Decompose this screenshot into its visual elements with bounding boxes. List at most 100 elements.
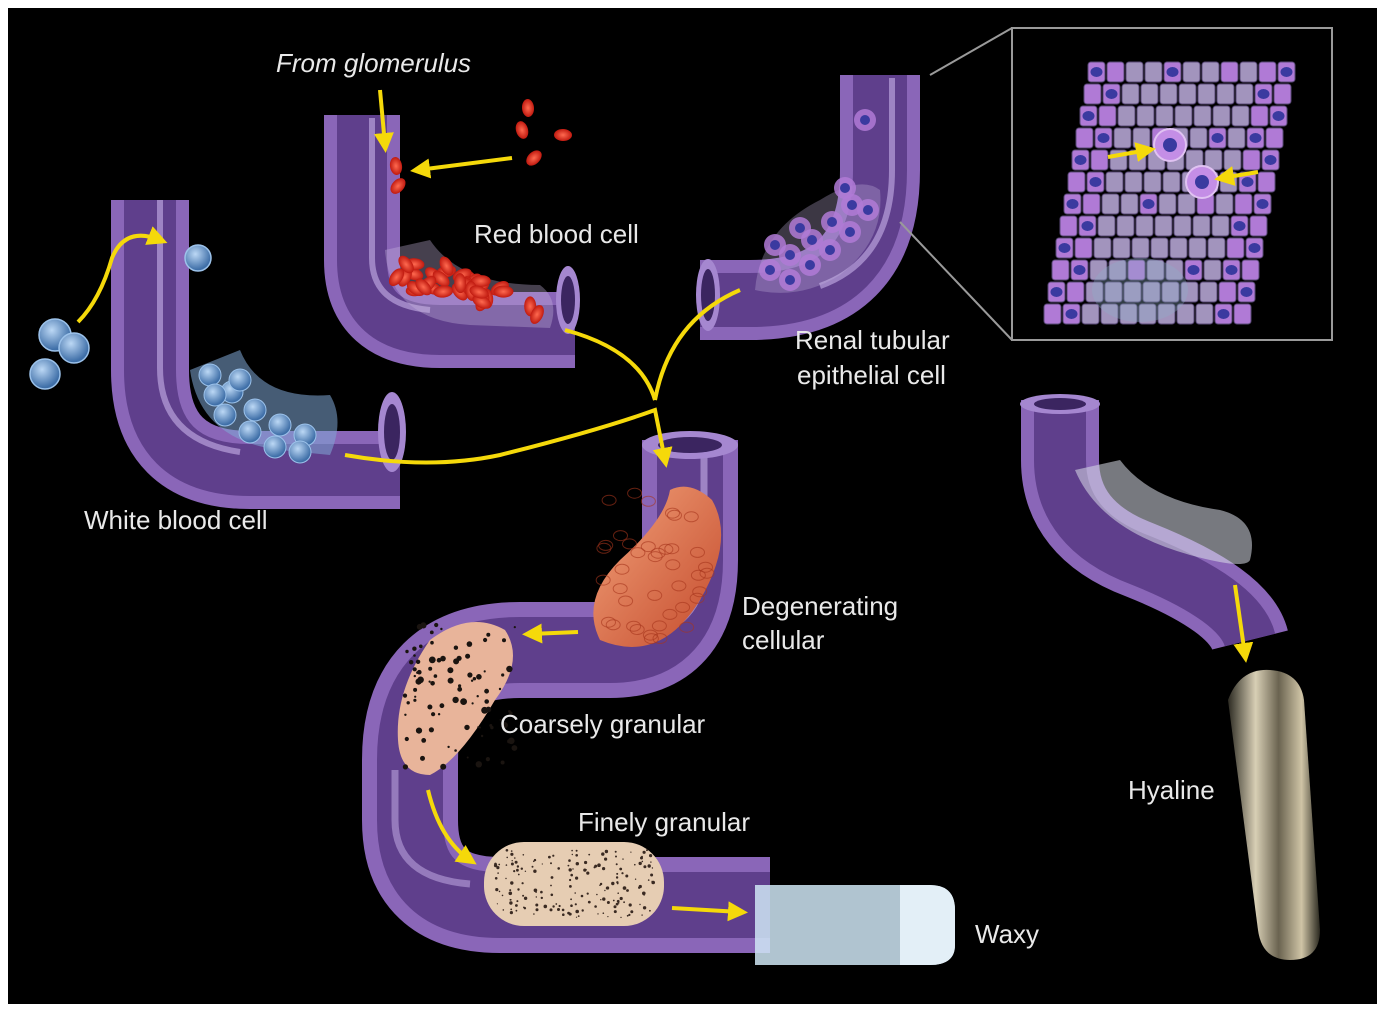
rte-tubule (696, 75, 892, 331)
fine-granule (604, 890, 605, 891)
epithelial-tile (1228, 128, 1245, 148)
epithelial-tile (1102, 194, 1119, 214)
epithelial-tile (1200, 282, 1217, 302)
fine-granule (611, 882, 614, 885)
fine-granule (550, 862, 552, 864)
epithelial-tile (1067, 282, 1084, 302)
epithelial-tile (1084, 84, 1101, 104)
epithelial-tile (1121, 194, 1138, 214)
fine-granule (555, 903, 557, 905)
cell-nucleus (1090, 177, 1102, 187)
fine-granule (570, 898, 572, 900)
epithelial-tile (1075, 238, 1092, 258)
fine-granule (616, 881, 618, 883)
main-tubule (395, 431, 955, 965)
cell-nucleus (1067, 199, 1079, 209)
epithelial-tile (1091, 150, 1108, 170)
cell-nucleus (827, 217, 837, 227)
coarse-granule (479, 727, 481, 729)
fine-granule (524, 897, 527, 900)
cell-nucleus (845, 227, 855, 237)
cell-nucleus (863, 205, 873, 215)
fine-granule (586, 872, 589, 875)
epithelial-tile (1250, 216, 1267, 236)
degenerating-cell (597, 543, 611, 553)
fine-granule (506, 864, 508, 866)
fine-granule (506, 849, 509, 852)
degenerating-cell (623, 539, 637, 549)
fine-granule (600, 899, 601, 900)
coarse-granule (473, 677, 476, 680)
fine-granule (651, 881, 652, 882)
fine-granule (603, 912, 605, 914)
label-white-blood-cell: White blood cell (84, 503, 268, 537)
coarse-granule (472, 702, 474, 704)
fine-granule (569, 879, 571, 881)
coarse-granule (481, 735, 483, 737)
coarse-granule (465, 654, 470, 659)
fine-granule (525, 871, 526, 872)
fine-granule (649, 854, 652, 857)
epithelial-tile (1251, 106, 1268, 126)
fine-granule (509, 889, 511, 891)
epithelial-tile (1126, 62, 1143, 82)
label-renal-tubular-line2: epithelial cell (797, 358, 946, 392)
fine-granule (575, 854, 578, 857)
fine-granule (626, 889, 629, 892)
epithelial-tile (1243, 150, 1260, 170)
coarse-granule (476, 761, 482, 767)
epithelial-tile (1189, 238, 1206, 258)
fine-granule (575, 903, 577, 905)
coarse-granule (438, 713, 440, 715)
epithelial-tile (1114, 128, 1131, 148)
fine-granule (613, 900, 615, 902)
fine-granule (534, 859, 536, 861)
coarse-granule (405, 737, 409, 741)
coarse-granule (502, 638, 506, 642)
fine-granule (587, 893, 589, 895)
cell-nucleus (1250, 133, 1262, 143)
fine-granule (569, 885, 572, 888)
epithelial-tile (1125, 172, 1142, 192)
cell-nucleus (847, 200, 857, 210)
fine-granule (552, 905, 554, 907)
fine-granule (643, 906, 646, 909)
coarse-granule (407, 701, 410, 704)
fine-granule (569, 868, 572, 871)
fine-granule (512, 860, 513, 861)
coarse-granule (403, 694, 407, 698)
fine-granule (511, 863, 514, 866)
epithelial-tile (1145, 62, 1162, 82)
coarse-granule (489, 724, 492, 727)
fine-granule (497, 872, 499, 874)
cell-nucleus (1188, 265, 1200, 275)
cell-nucleus (1273, 111, 1285, 121)
cell-nucleus (1241, 287, 1253, 297)
fine-granule (574, 892, 576, 894)
epithelial-tile (1213, 106, 1230, 126)
fine-granule (532, 866, 534, 868)
epithelial-tile (1216, 194, 1233, 214)
fine-granule (542, 863, 543, 864)
fine-granule (570, 874, 573, 877)
fine-granule (623, 886, 627, 890)
coarse-granule (467, 757, 469, 759)
fine-granule (522, 882, 524, 884)
coarse-granule (417, 670, 422, 675)
coarse-granule (416, 660, 420, 664)
epithelial-tile (1193, 216, 1210, 236)
epithelial-tile (1044, 304, 1061, 324)
red-blood-cell (521, 99, 534, 118)
epithelial-tile (1217, 84, 1234, 104)
fine-granule (639, 862, 642, 865)
coarse-granule (429, 657, 436, 664)
fine-granule (630, 852, 631, 853)
fine-granule (617, 892, 619, 894)
coarse-granule (428, 667, 432, 671)
epithelial-tile (1076, 128, 1093, 148)
epithelial-tile (1240, 62, 1257, 82)
epithelial-tile (1274, 84, 1291, 104)
coarse-granule (448, 678, 454, 684)
coarse-granule (464, 725, 469, 730)
epithelial-tile (1232, 106, 1249, 126)
